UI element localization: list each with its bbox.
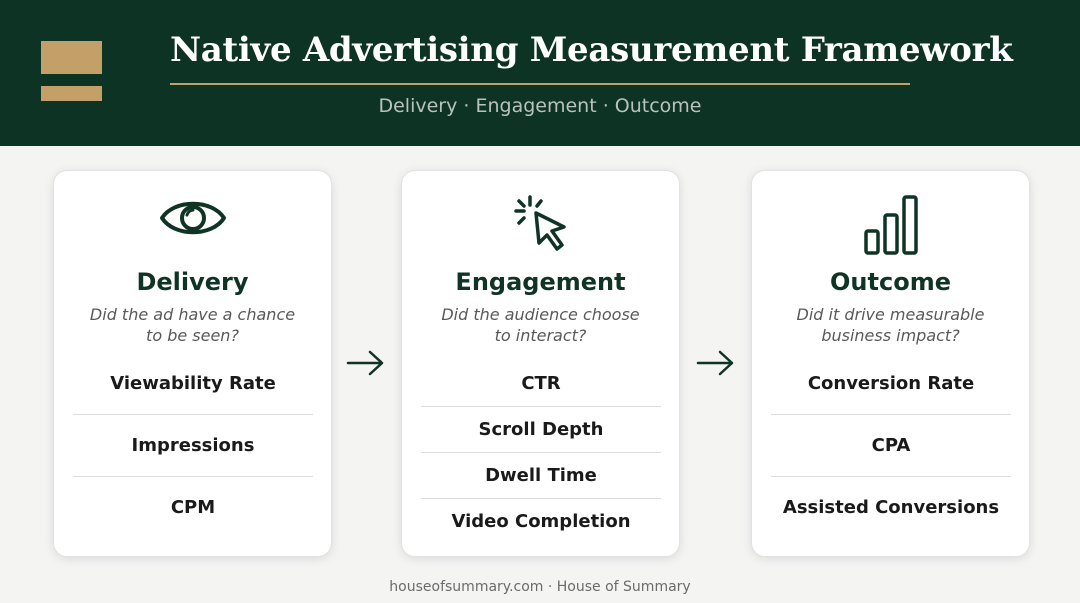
card-title: Delivery xyxy=(136,268,249,296)
metric-item: Dwell Time xyxy=(421,453,661,499)
logo-mark-bottom xyxy=(41,86,102,101)
metric-item: Impressions xyxy=(73,415,313,477)
metric-list: CTR Scroll Depth Dwell Time Video Comple… xyxy=(421,361,661,544)
metric-item: Viewability Rate xyxy=(73,353,313,415)
arrow-right-icon xyxy=(696,350,734,376)
eye-icon xyxy=(54,193,331,259)
metric-item: CPA xyxy=(771,415,1011,477)
footer-credit: houseofsummary.com · House of Summary xyxy=(389,579,691,595)
bar-chart-icon xyxy=(752,193,1029,259)
title-underline xyxy=(170,83,910,85)
metric-list: Viewability Rate Impressions CPM xyxy=(73,353,313,538)
metric-item: Scroll Depth xyxy=(421,407,661,453)
page-title: Native Advertising Measurement Framework xyxy=(170,30,1013,70)
card-question: Did the audience choose to interact? xyxy=(441,305,640,345)
metric-item: Assisted Conversions xyxy=(782,497,1000,518)
card-question: Did it drive measurable business impact? xyxy=(796,305,985,345)
metric-item: Conversion Rate xyxy=(771,353,1011,415)
metric-item: CTR xyxy=(421,361,661,407)
card-title: Engagement xyxy=(455,268,626,296)
engagement-card: Engagement Did the audience choose to in… xyxy=(401,170,680,557)
metric-list: Conversion Rate CPA Assisted Conversions xyxy=(771,353,1011,538)
delivery-card: Delivery Did the ad have a chance to be … xyxy=(53,170,332,557)
card-title: Outcome xyxy=(830,268,951,296)
card-question: Did the ad have a chance to be seen? xyxy=(89,305,296,345)
metric-item: CPM xyxy=(170,497,216,518)
header-banner: Native Advertising Measurement Framework… xyxy=(0,0,1080,146)
outcome-card: Outcome Did it drive measurable business… xyxy=(751,170,1030,557)
metric-item: Video Completion xyxy=(451,511,631,532)
logo-mark-top xyxy=(41,41,102,74)
cursor-click-icon xyxy=(402,193,679,259)
arrow-right-icon xyxy=(346,350,384,376)
page-subtitle: Delivery · Engagement · Outcome xyxy=(378,95,702,117)
